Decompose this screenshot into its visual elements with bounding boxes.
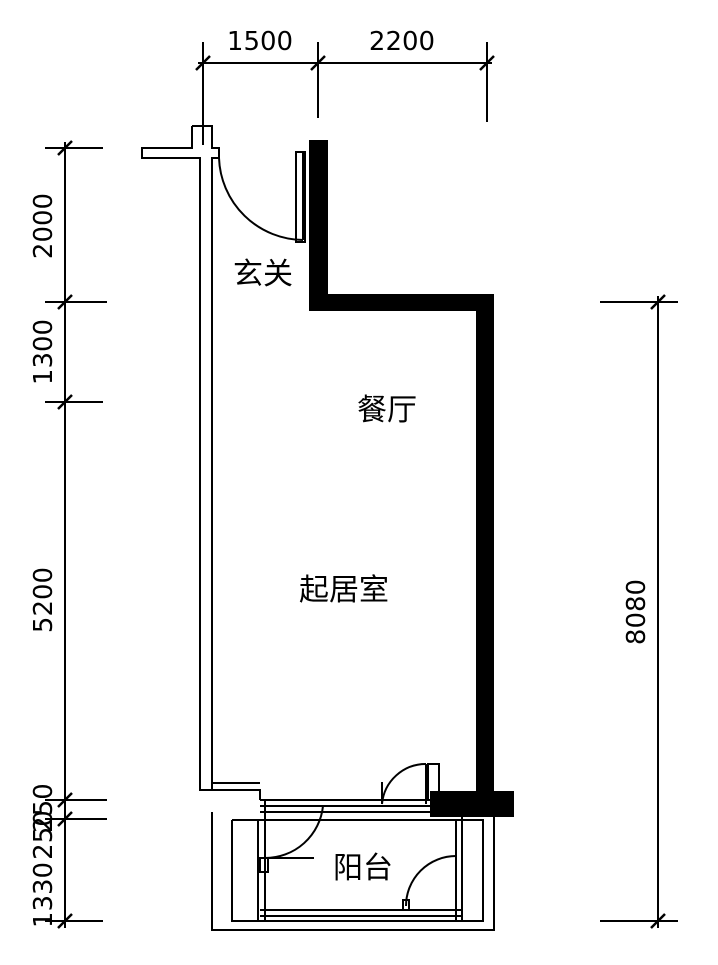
right-dimension: 8080 [600, 294, 678, 929]
room-label-entrance: 玄关 [233, 257, 293, 292]
room-label-living: 起居室 [299, 573, 389, 608]
dim-left-1300: 1300 [29, 319, 59, 385]
dim-top-2200: 2200 [369, 27, 435, 57]
dim-right-8080: 8080 [622, 579, 652, 645]
entrance-door [218, 151, 306, 243]
dim-left-250-b: 250 [29, 810, 59, 860]
top-dimension: 1500 2200 [195, 27, 495, 145]
doors [218, 151, 457, 911]
living-room-door [381, 762, 427, 805]
left-dimension: 2000 1300 5200 250 250 1330 [29, 140, 107, 929]
walls [141, 125, 514, 931]
balcony-door-right [402, 855, 457, 911]
dim-left-5200: 5200 [29, 567, 59, 633]
dim-left-250-a: 250 [29, 783, 59, 833]
balcony-door-left [259, 805, 324, 873]
dim-top-1500: 1500 [227, 27, 293, 57]
room-label-balcony: 阳台 [333, 851, 393, 886]
room-label-dining: 餐厅 [357, 393, 417, 428]
dim-left-2000: 2000 [29, 193, 59, 259]
dim-left-1330: 1330 [29, 862, 59, 928]
